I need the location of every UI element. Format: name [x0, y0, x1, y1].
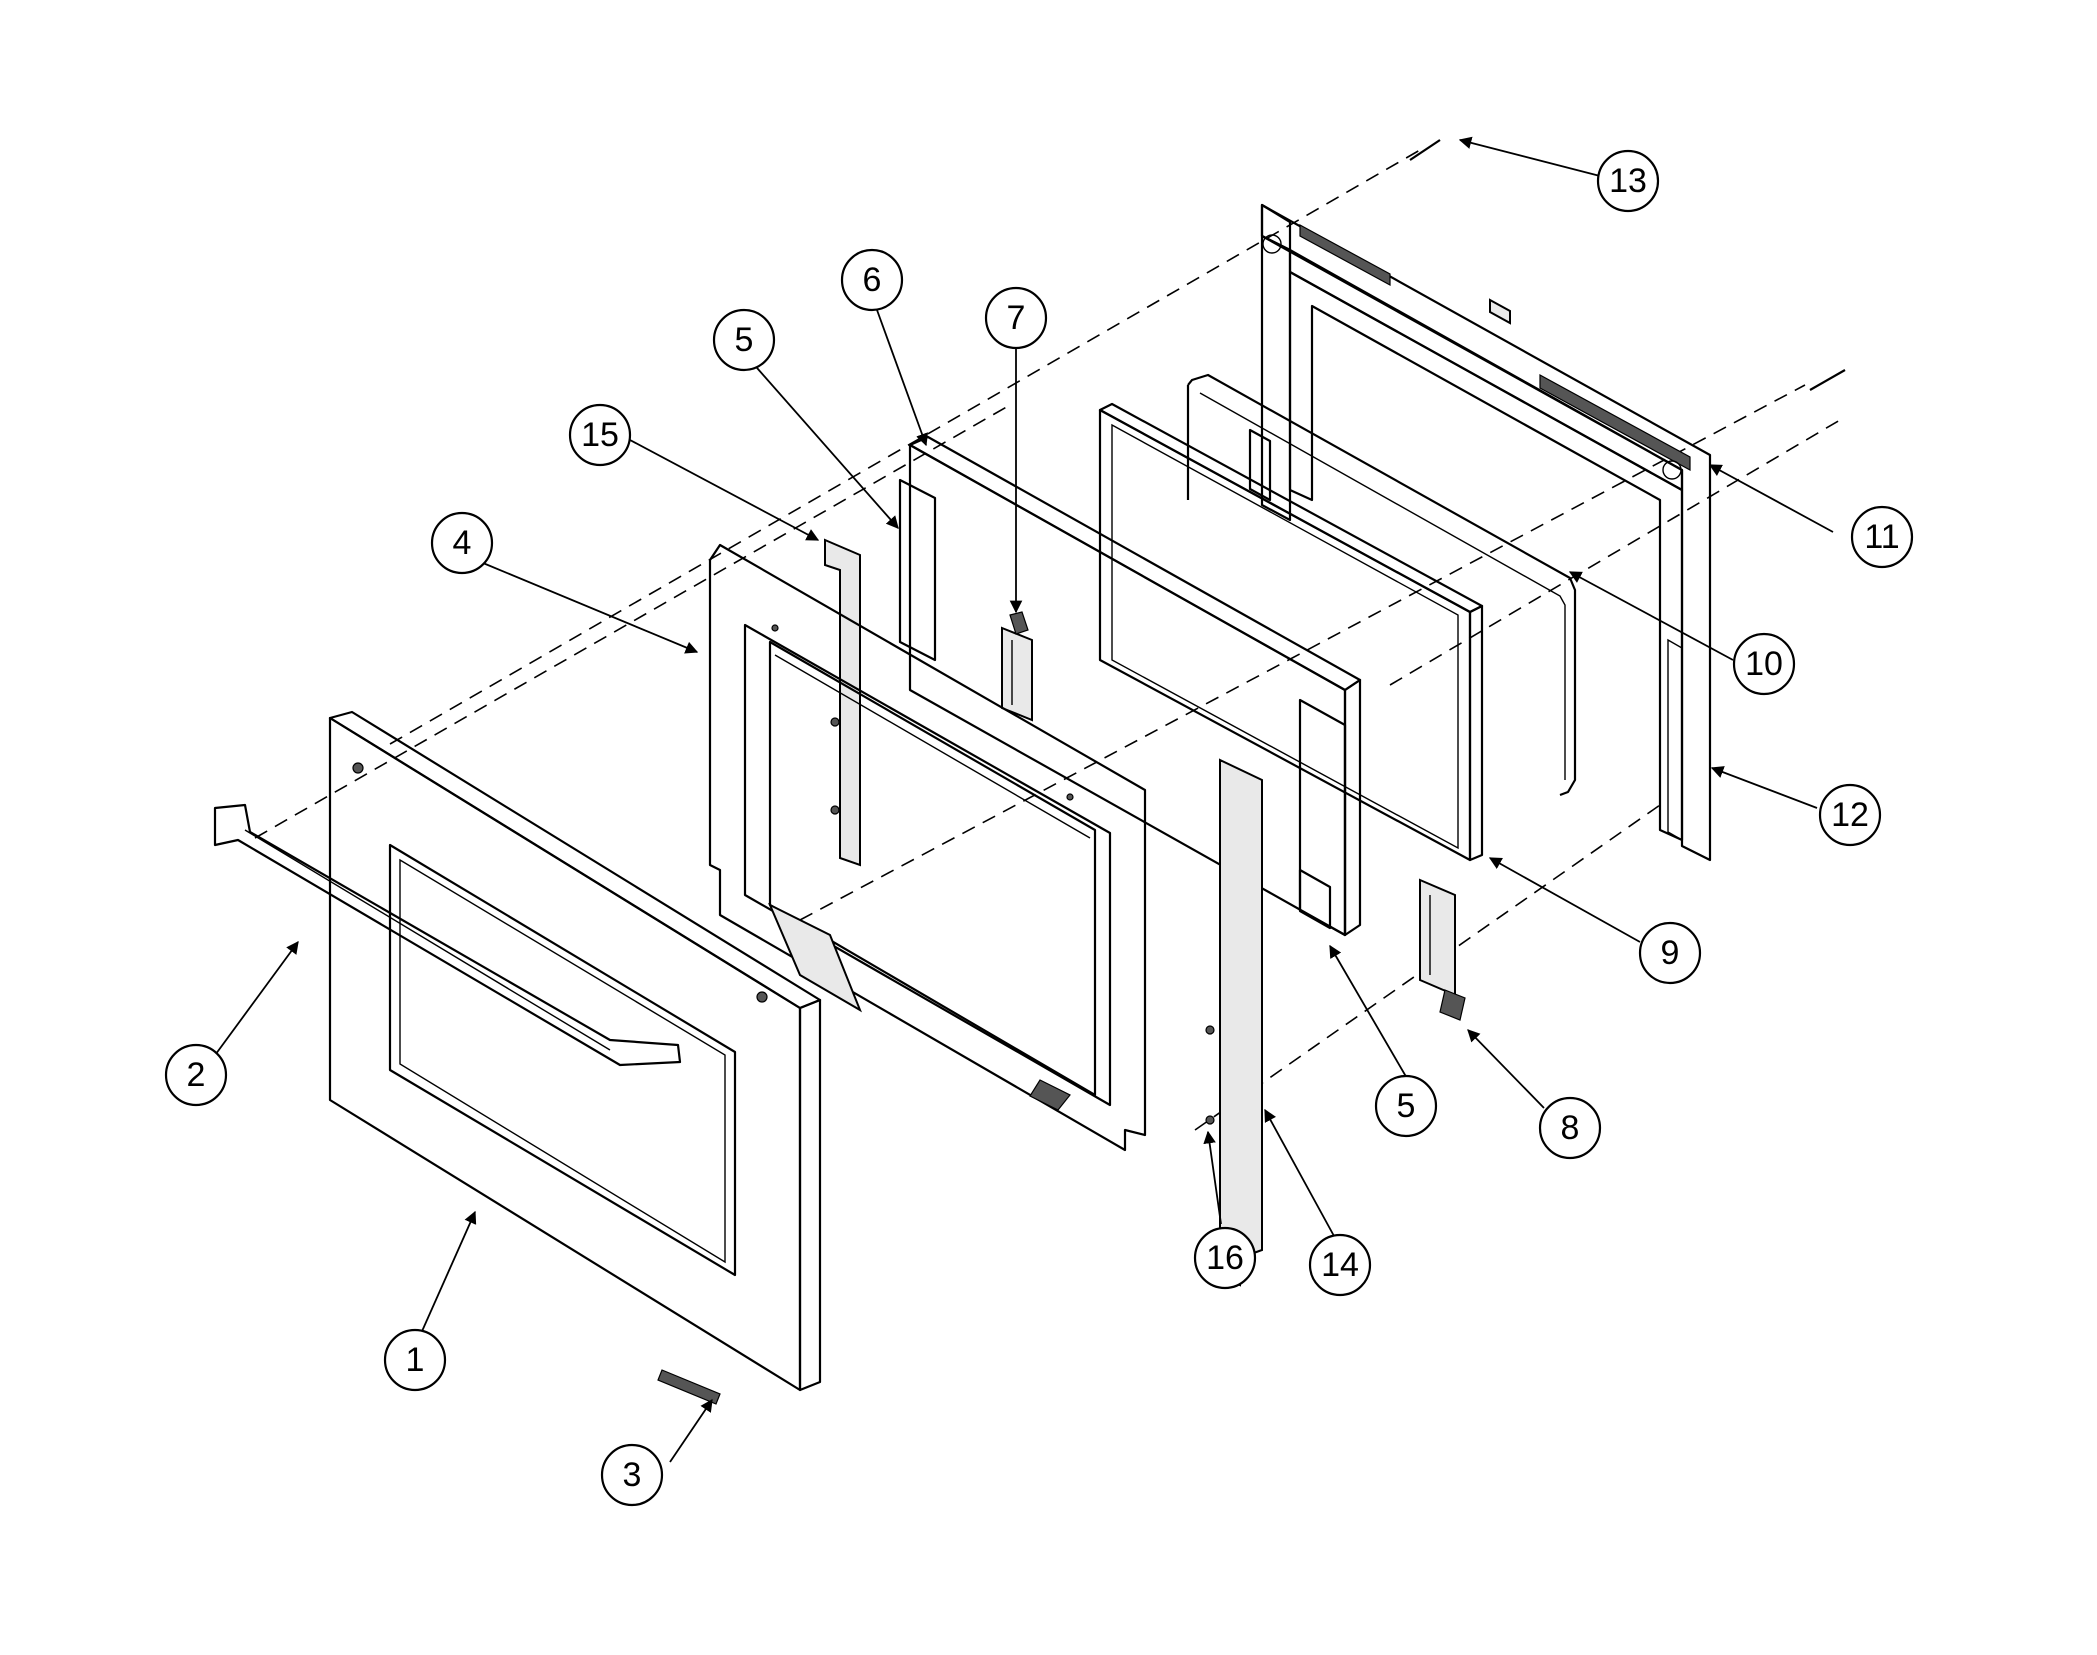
screws [1409, 139, 1846, 391]
callout-part-8: 8 [1538, 1096, 1602, 1160]
callout-part-3: 3 [600, 1443, 664, 1507]
callout-part-9: 9 [1638, 921, 1702, 985]
callout-part-13: 13 [1596, 149, 1660, 213]
callout-label: 5 [1397, 1087, 1416, 1125]
callout-part-7: 7 [984, 286, 1048, 350]
callout-label: 11 [1864, 518, 1899, 556]
callout-part-4: 4 [430, 511, 494, 575]
inner-glass-panel [1098, 402, 1484, 862]
callout-part-10: 10 [1732, 632, 1796, 696]
callout-part-12: 12 [1818, 783, 1882, 847]
callout-part-5-upper: 5 [712, 308, 776, 372]
inner-door-frame [708, 543, 1147, 1152]
assembly-lines [254, 149, 1841, 1131]
callout-label: 13 [1609, 162, 1647, 200]
rear-door-frame [1260, 203, 1712, 862]
callout-part-6: 6 [840, 248, 904, 312]
door-handle [213, 803, 682, 1067]
callout-part-16: 16 [1193, 1226, 1257, 1290]
callout-label: 10 [1745, 645, 1783, 683]
callout-label: 2 [187, 1056, 206, 1094]
wire-glass-support [1186, 373, 1577, 797]
hinge-upper [1001, 611, 1033, 722]
callout-label: 6 [863, 261, 882, 299]
callout-part-2: 2 [164, 1043, 228, 1107]
hinge-lower [1419, 878, 1466, 1021]
callout-label: 15 [581, 416, 619, 454]
callout-label: 1 [406, 1341, 425, 1379]
callout-label: 16 [1206, 1239, 1244, 1277]
callout-part-15: 15 [568, 403, 632, 467]
callout-part-5-lower: 5 [1374, 1074, 1438, 1138]
callout-label: 12 [1831, 796, 1869, 834]
callout-part-11: 11 [1850, 505, 1914, 569]
callout-label: 3 [623, 1456, 642, 1494]
brand-badge [657, 1369, 721, 1405]
outer-door-panel [328, 710, 822, 1392]
right-channel [1205, 758, 1263, 1287]
callout-part-1: 1 [383, 1328, 447, 1392]
left-channel [824, 538, 861, 867]
callout-label: 7 [1007, 299, 1026, 337]
callout-label: 5 [735, 321, 754, 359]
callout-label: 14 [1321, 1246, 1359, 1284]
callout-label: 4 [453, 524, 472, 562]
leader-lines [209, 136, 1834, 1463]
callout-label: 9 [1661, 934, 1680, 972]
callout-label: 8 [1561, 1109, 1580, 1147]
callout-part-14: 14 [1308, 1233, 1372, 1297]
